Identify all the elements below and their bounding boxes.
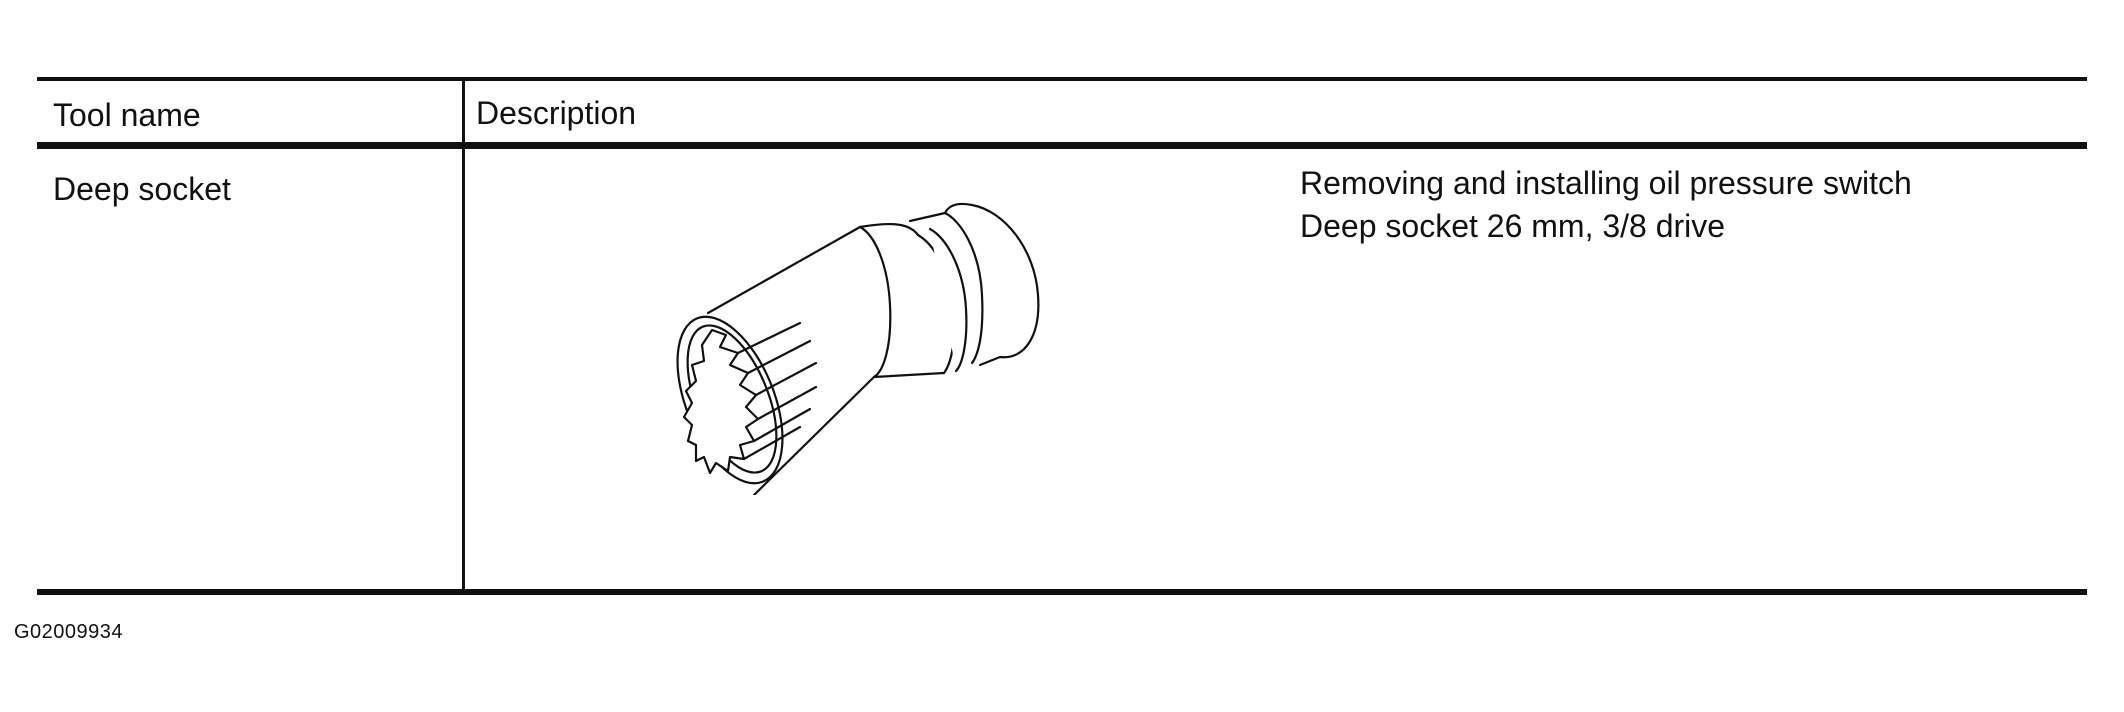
header-tool-name: Tool name [53,97,201,133]
header-description: Description [476,95,637,131]
table-top-rule [37,77,2087,81]
table-bottom-rule [37,589,2087,595]
row-tool-name: Deep socket [53,171,231,207]
description-line-purpose: Removing and installing oil pressure swi… [1300,165,1912,201]
description-line-spec: Deep socket 26 mm, 3/8 drive [1300,208,1726,244]
column-divider [462,79,465,592]
header-bottom-rule [37,142,2087,149]
row-description: Removing and installing oil pressure swi… [1300,162,1912,248]
figure-id: G02009934 [14,621,124,643]
deep-socket-illustration [676,202,1040,495]
